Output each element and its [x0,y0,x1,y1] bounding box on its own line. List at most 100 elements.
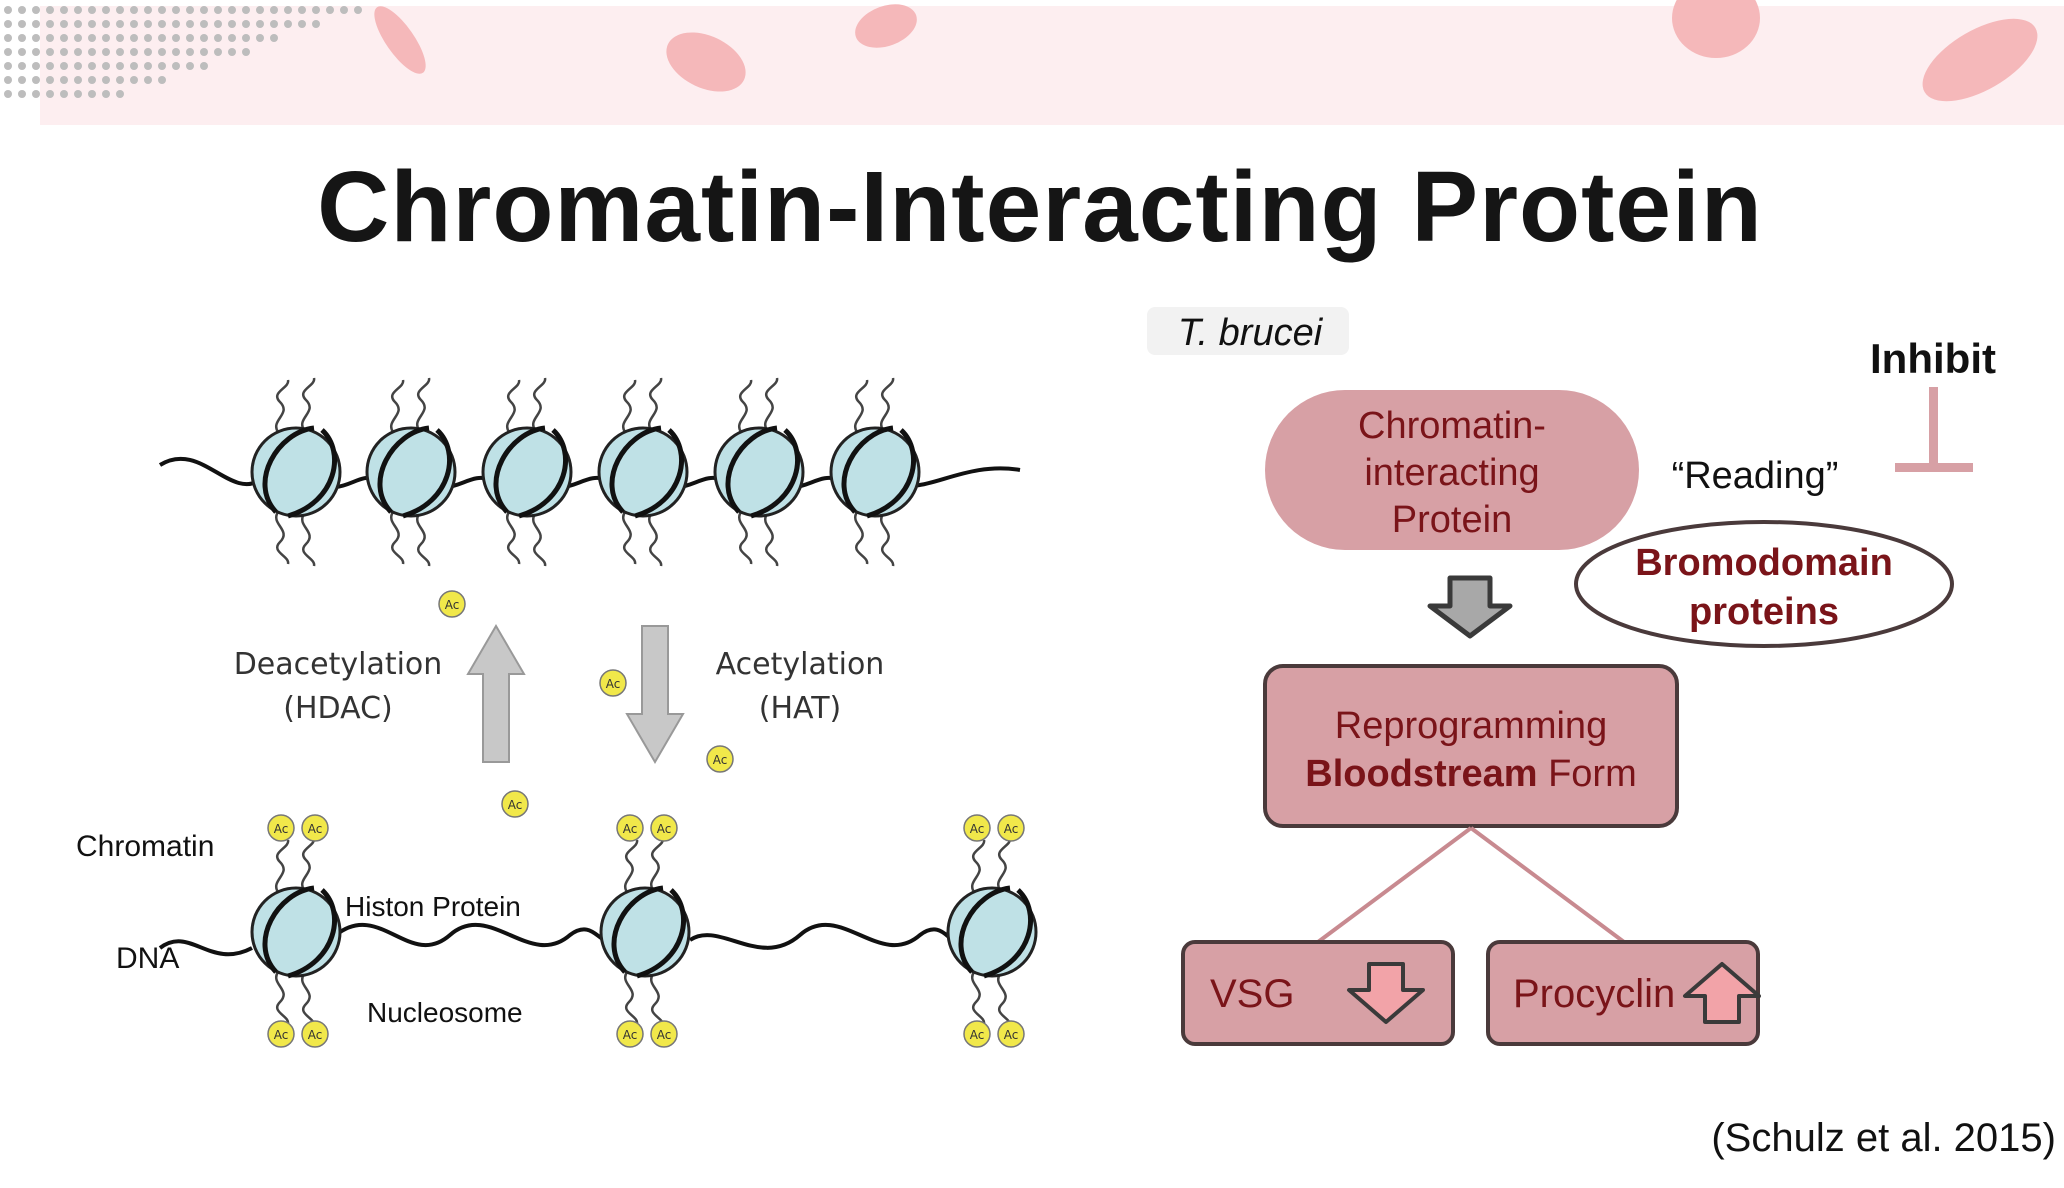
decor-dot [270,34,278,42]
acetyl-group: Ac [963,814,991,842]
decor-dot [88,20,96,28]
decor-dot [144,20,152,28]
decor-dot [312,6,320,14]
acetyl-label: Ac [970,1028,985,1042]
decor-dot [32,48,40,56]
nucleosome [599,376,687,568]
decor-dot [144,6,152,14]
petal-decoration [855,4,917,48]
acetyl-label: Ac [308,822,323,836]
decor-dot [102,20,110,28]
acetyl-group: Ac [650,814,678,842]
decor-dot [102,6,110,14]
decor-dot [46,48,54,56]
increase-arrow-icon [1683,962,1761,1024]
acetylation-label: Acetylation [716,647,885,682]
vsg-label: VSG [1210,972,1294,1016]
decor-dot [46,34,54,42]
decor-dot [242,48,250,56]
decor-dot [200,34,208,42]
nucleosome [601,836,689,1028]
decor-dot [4,48,12,56]
decor-dot [88,76,96,84]
decor-dot [242,6,250,14]
decor-dot [144,34,152,42]
petal-decoration [666,32,746,92]
decor-dot [186,48,194,56]
decor-dot [158,20,166,28]
decor-dot [130,6,138,14]
petal-decoration [374,6,426,74]
decor-dot [46,62,54,70]
bromodomain-node [1574,520,1954,648]
deacetylation-arrow [466,624,526,763]
decor-dot [326,6,334,14]
petal-decoration [1922,18,2038,102]
organism-tag [1147,307,1349,355]
nucleosome [252,836,340,1028]
decor-dot [298,20,306,28]
decor-dot [214,6,222,14]
acetyl-label: Ac [1004,822,1019,836]
decor-dot [214,48,222,56]
decor-dot [4,62,12,70]
decor-dot [74,76,82,84]
acetyl-label: Ac [274,822,289,836]
decor-dot [88,34,96,42]
decor-dot [60,20,68,28]
decor-dot [116,34,124,42]
bloodstream-text: Bloodstream [1305,753,1537,795]
acetyl-label: Ac [970,822,985,836]
decor-dot [88,62,96,70]
decor-dot [144,76,152,84]
acetyl-group: Ac [963,1020,991,1048]
reprogramming-line-1: Reprogramming [1335,705,1607,747]
acetyl-group: Ac [267,814,295,842]
nucleosome [252,376,340,568]
decor-dot [340,6,348,14]
deacetylation-label: Deacetylation [234,647,443,682]
nucleosome [367,376,455,568]
cip-line-2: interacting [1364,452,1539,494]
nucleosome [831,376,919,568]
decor-dot [32,34,40,42]
acetyl-group: Ac [438,590,466,618]
acetylation-arrow [625,625,685,764]
header-banner [4,0,2064,125]
decor-dot [4,90,12,98]
acetyl-group: Ac [301,814,329,842]
decor-dot [270,20,278,28]
decor-dot [88,90,96,98]
decor-dot [270,6,278,14]
decor-dot [284,20,292,28]
decor-dot [18,34,26,42]
decor-dot [200,48,208,56]
acetyl-label: Ac [657,822,672,836]
decor-dot [130,76,138,84]
decor-dot [18,76,26,84]
decor-dot [116,76,124,84]
svg-text:Ac: Ac [445,598,460,612]
decor-dot [102,34,110,42]
decor-dot [102,90,110,98]
decor-dot [158,76,166,84]
decor-dot [32,62,40,70]
decor-dot [354,6,362,14]
nucleosome [483,376,571,568]
cip-line-1: Chromatin- [1358,405,1546,447]
reprogramming-line-2: Bloodstream Form [1305,753,1637,795]
decor-dot [60,76,68,84]
decor-dot [214,34,222,42]
decor-dot [144,48,152,56]
decor-dot [158,34,166,42]
decor-dot [46,6,54,14]
decor-dot [60,34,68,42]
acetyl-label: Ac [657,1028,672,1042]
acetyl-group: Ac [267,1020,295,1048]
decor-dot [102,48,110,56]
svg-text:Ac: Ac [606,677,621,691]
petal-decoration [1672,0,1760,58]
decor-dot [116,6,124,14]
decor-dot [4,6,12,14]
